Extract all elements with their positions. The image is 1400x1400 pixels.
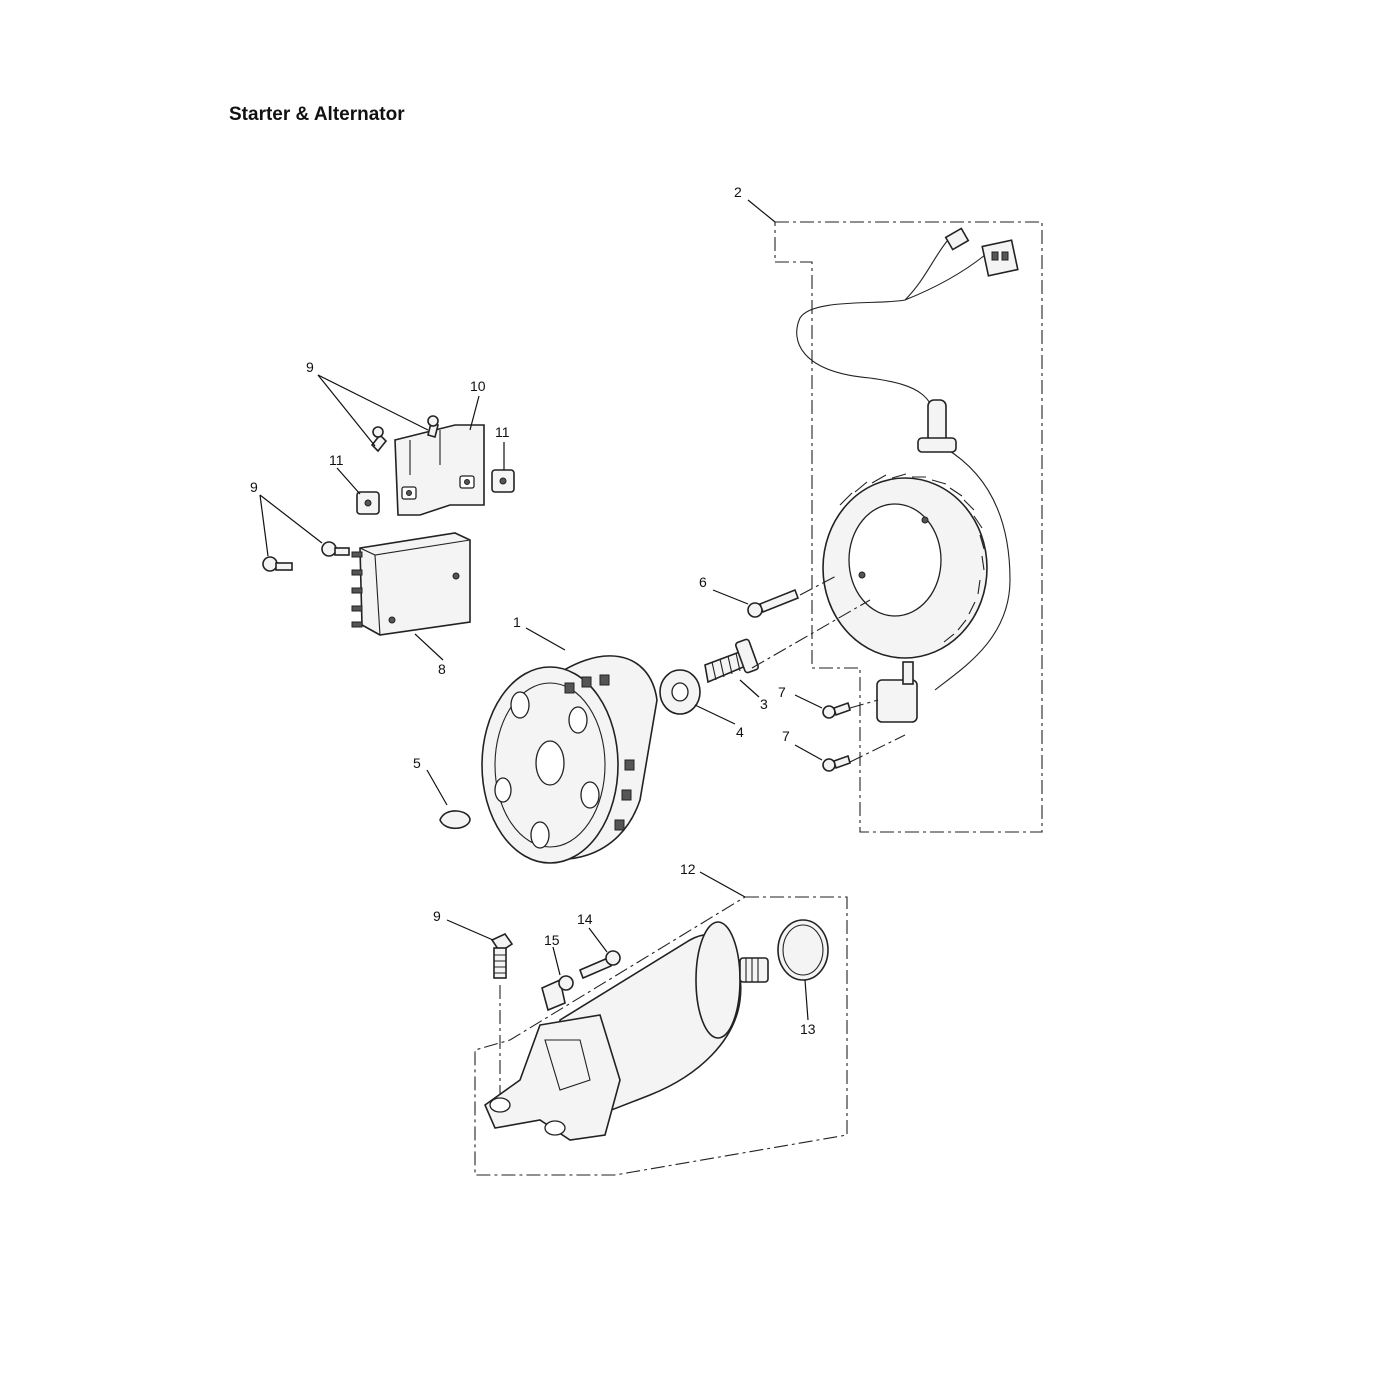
- regulator-bracket: [394, 424, 485, 516]
- callout-12: 12: [680, 861, 696, 877]
- callout-7-lower: 7: [782, 728, 790, 744]
- callout-13: 13: [800, 1021, 816, 1037]
- callout-labels: 1 2 3 4 5 6 7 7 8 9 9 9 10 11 11 12 13 1…: [250, 184, 816, 1037]
- starter-mount-bolt: [490, 932, 514, 979]
- callout-2: 2: [734, 184, 742, 200]
- callout-10: 10: [470, 378, 486, 394]
- callout-9-bracket: 9: [306, 359, 314, 375]
- callout-5: 5: [413, 755, 421, 771]
- pickup-screw-2: [822, 754, 851, 772]
- stator-screw: [747, 588, 800, 618]
- callout-9-regulator: 9: [250, 479, 258, 495]
- page-title: Starter & Alternator: [229, 104, 405, 125]
- bracket-screw-1: [370, 433, 388, 453]
- pickup-sensor: [876, 679, 918, 723]
- starter-motor-assembly: [474, 896, 848, 1176]
- regulator-screw-1: [262, 556, 293, 572]
- flywheel: [439, 655, 658, 864]
- bracket-screw-2: [427, 422, 439, 438]
- voltage-regulator: [262, 532, 471, 636]
- starter-o-ring: [777, 919, 829, 981]
- pickup-screw-1: [822, 701, 851, 719]
- stator-inner-bore: [848, 503, 942, 617]
- regulator-screw-2: [321, 541, 350, 557]
- callout-4: 4: [736, 724, 744, 740]
- callout-6: 6: [699, 574, 707, 590]
- flywheel-hub: [535, 740, 565, 786]
- harness-connector-large: [981, 239, 1019, 277]
- stator-wire-harness: [796, 239, 949, 441]
- callout-8: 8: [438, 661, 446, 677]
- callout-3: 3: [760, 696, 768, 712]
- callout-11-right: 11: [495, 424, 510, 440]
- starter-cable-screw: [578, 950, 621, 980]
- leader-lines: [259, 199, 823, 1021]
- starter-group-boundary: [474, 896, 848, 1176]
- callout-1: 1: [513, 614, 521, 630]
- callout-7-upper: 7: [778, 684, 786, 700]
- bracket-assembly: [356, 415, 515, 516]
- callout-9-starter: 9: [433, 908, 441, 924]
- callout-14: 14: [577, 911, 593, 927]
- callout-15: 15: [544, 932, 560, 948]
- flywheel-washer: [659, 669, 701, 715]
- stator-group-boundary: [774, 221, 1043, 833]
- flywheel-bolt: [704, 638, 760, 684]
- starter-nut: [558, 975, 574, 991]
- woodruff-key: [439, 810, 471, 830]
- callout-11-left: 11: [329, 452, 344, 468]
- harness-connector-small: [944, 227, 970, 251]
- starter-pinion: [739, 957, 769, 983]
- stator-assembly: [774, 221, 1043, 833]
